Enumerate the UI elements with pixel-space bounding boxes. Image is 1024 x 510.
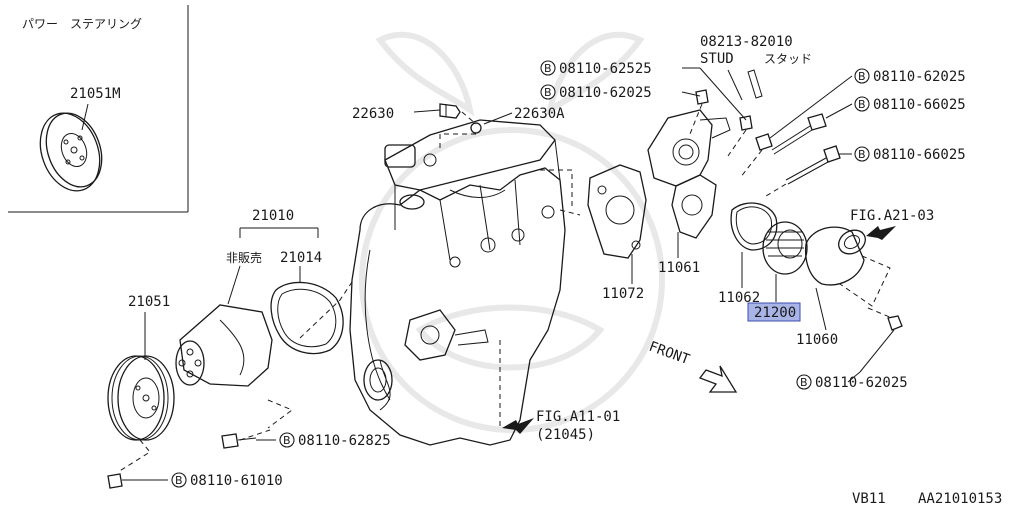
footer-code: AA21010153 [918,491,1002,507]
inset-pulley [39,112,103,192]
label-fig-a11: FIG.A11-01 [536,409,620,425]
sensor-22630: 22630 22630A [352,103,565,150]
bolt-62025-top-right: B 08110-62025 [739,68,966,179]
fig-a21-reference: FIG.A21-03 [850,208,934,240]
bolt-61010: B 08110-61010 [107,472,283,489]
label-front: FRONT [647,339,693,369]
bolt-62025c-label: 08110-62025 [815,375,908,391]
bolt-62525: B 08110-62525 [540,60,753,157]
bolt-62025b-prefix: B [858,70,866,83]
label-21010: 21010 [252,208,294,224]
footer-model: VB11 [852,491,886,507]
water-inlet-11060: 11060 [796,226,893,348]
label-11072: 11072 [602,286,644,302]
part-highlight-21200[interactable] [747,302,801,322]
bolt-66025b-prefix: B [858,148,866,161]
bolt-66025b-label: 08110-66025 [873,147,966,163]
bolt-61010-prefix: B [175,474,183,487]
bolt-62025b-label: 08110-62025 [873,69,966,85]
bolt-62025c-prefix: B [800,376,808,389]
pulley-21051: 21051 [107,294,175,473]
bolt-62025a-prefix: B [544,86,552,99]
label-21051: 21051 [128,294,170,310]
label-stud-jp: スタッド [764,52,812,66]
label-hinbai: 非販売 [226,250,262,265]
label-22630a: 22630A [514,106,565,122]
cylinder-head-block [349,119,581,446]
inset-power-steering: パワー ステアリング 21051M [8,5,189,213]
label-11061: 11061 [658,260,700,276]
stud-08213: 08213-82010 STUD スタッド [700,34,812,101]
watermark-emblem [359,31,665,433]
label-11062: 11062 [718,290,760,306]
bolt-62825: B 08110-62825 [221,432,391,449]
label-11060: 11060 [796,332,838,348]
label-fig-a21: FIG.A21-03 [850,208,934,224]
inset-part-label: 21051M [70,86,121,102]
label-stud: STUD [700,51,734,67]
outlet-housing-11061: 11061 [647,109,731,276]
label-fig-a11-sub: (21045) [536,427,595,443]
bolt-62825-label: 08110-62825 [298,433,391,449]
bolt-62525-prefix: B [544,62,552,75]
bolt-66025a-label: 08110-66025 [873,97,966,113]
inset-title: パワー ステアリング [22,17,142,31]
bolt-62025a-label: 08110-62025 [559,85,652,101]
front-direction-arrow: FRONT [647,339,738,393]
label-21014: 21014 [280,250,322,266]
gasket-11072: 11072 [587,164,647,302]
bolt-66025-upper: B 08110-66025 [771,96,966,155]
bolt-62025-top-left: B 08110-62025 [540,84,709,135]
bolt-62525-label: 08110-62525 [559,61,652,77]
label-21200[interactable]: 21200 [754,305,796,321]
bolt-62825-prefix: B [283,434,291,447]
water-pump: 21010 非販売 21014 [175,208,353,441]
bolt-61010-label: 08110-61010 [190,473,283,489]
bolt-66025a-prefix: B [858,98,866,111]
bolt-62025-bottom: B 08110-62025 [796,315,908,391]
bolt-66025-lower: B 08110-66025 [765,145,966,197]
gasket-11062: 11062 [718,202,778,306]
fig-a11-reference: FIG.A11-01 (21045) [499,340,620,443]
label-22630: 22630 [352,106,394,122]
label-08213: 08213-82010 [700,34,793,50]
thermostat-21200: 21200 [747,221,808,322]
